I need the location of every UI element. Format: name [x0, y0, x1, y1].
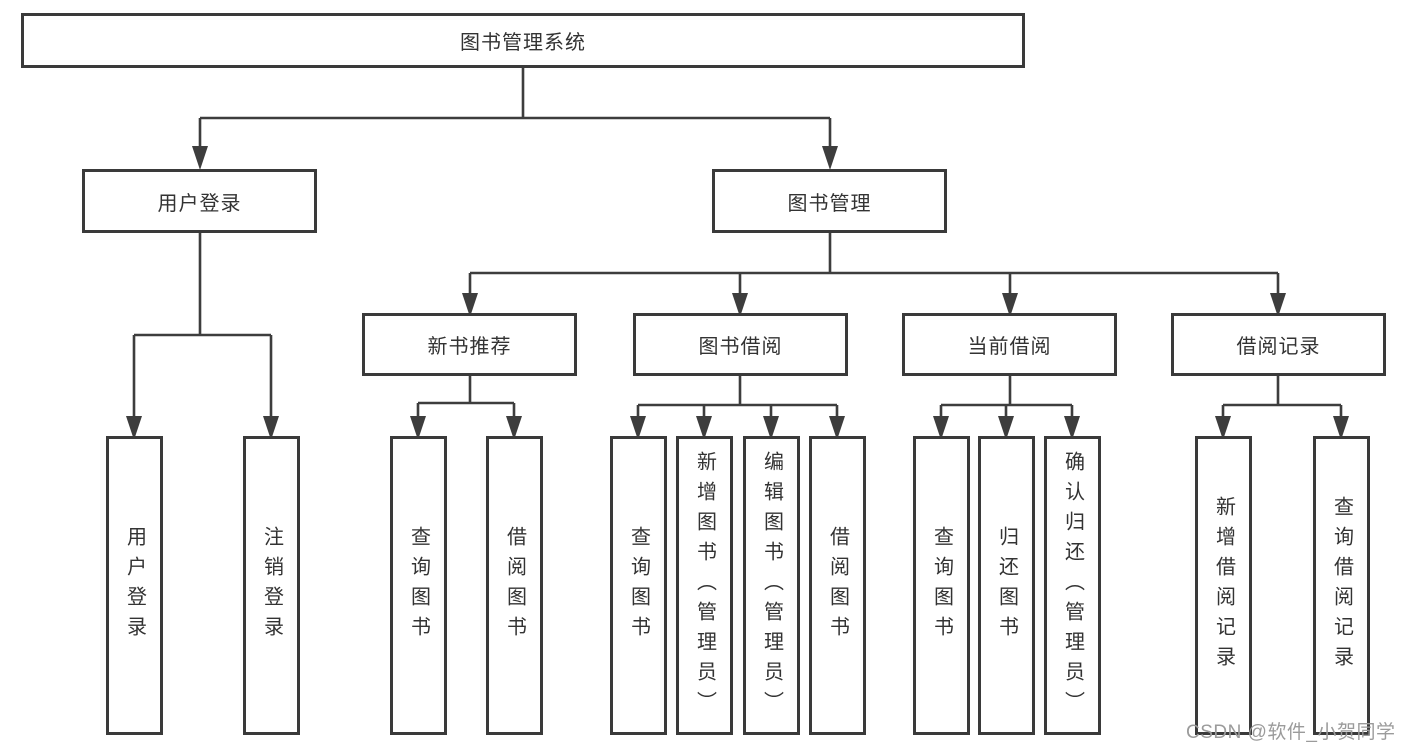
- connector-borrow-records-to-leaves: [1221, 376, 1343, 418]
- leaf-cb-query-books: 查询图书: [913, 436, 970, 735]
- leaf-cb-confirm-return-admin: 确认归还（管理员）: [1044, 436, 1101, 735]
- leaf-nb-borrow-books-label: 借阅图书: [503, 525, 526, 646]
- watermark: CSDN @软件_小贺同学: [1186, 722, 1396, 743]
- node-user-login: 用户登录: [82, 169, 317, 233]
- leaf-br-query-record: 查询借阅记录: [1313, 436, 1370, 735]
- leaf-user-login: 用户登录: [106, 436, 163, 735]
- leaf-br-query-record-label: 查询借阅记录: [1330, 495, 1353, 676]
- leaf-bb-add-books-admin: 新增图书（管理员）: [676, 436, 733, 735]
- leaf-cb-return-books-label: 归还图书: [995, 525, 1018, 646]
- leaf-bb-query-books-label: 查询图书: [627, 525, 650, 646]
- leaf-bb-edit-books-admin: 编辑图书（管理员）: [743, 436, 800, 735]
- node-user-login-label: 用户登录: [157, 192, 242, 215]
- node-book-borrowing-label: 图书借阅: [698, 336, 783, 358]
- leaf-nb-borrow-books: 借阅图书: [486, 436, 543, 735]
- leaf-nb-query-books-label: 查询图书: [407, 525, 430, 646]
- leaf-bb-borrow-books-label: 借阅图书: [826, 525, 849, 646]
- connector-book-borrow-to-leaves: [636, 376, 839, 418]
- arrowheads-level2: [462, 293, 1286, 317]
- connector-new-book-rec-to-leaves: [416, 376, 516, 418]
- leaf-cb-query-books-label: 查询图书: [930, 525, 953, 646]
- leaf-nb-query-books: 查询图书: [390, 436, 447, 735]
- node-current-borrowing-label: 当前借阅: [967, 336, 1052, 358]
- node-book-management-label: 图书管理: [787, 192, 872, 215]
- node-borrowing-records-label: 借阅记录: [1236, 336, 1321, 358]
- leaf-bb-edit-books-admin-label: 编辑图书（管理员）: [760, 450, 783, 721]
- node-root-label: 图书管理系统: [460, 32, 586, 54]
- node-book-management: 图书管理: [712, 169, 947, 233]
- leaf-cb-confirm-return-admin-label: 确认归还（管理员）: [1061, 450, 1084, 721]
- connector-current-borrow-to-leaves: [939, 376, 1074, 418]
- node-current-borrowing: 当前借阅: [902, 313, 1117, 376]
- connector-root-to-level1: [198, 68, 832, 148]
- node-new-book-recommend: 新书推荐: [362, 313, 577, 376]
- leaf-br-add-record-label: 新增借阅记录: [1212, 495, 1235, 676]
- leaf-br-add-record: 新增借阅记录: [1195, 436, 1252, 735]
- leaf-cb-return-books: 归还图书: [978, 436, 1035, 735]
- node-root: 图书管理系统: [21, 13, 1025, 68]
- node-new-book-recommend-label: 新书推荐: [427, 336, 512, 358]
- node-book-borrowing: 图书借阅: [633, 313, 848, 376]
- arrowhead: [822, 146, 838, 170]
- leaf-bb-query-books: 查询图书: [610, 436, 667, 735]
- connector-book-mgmt-to-level2: [468, 233, 1280, 295]
- leaf-logout-label: 注销登录: [260, 525, 283, 646]
- leaf-user-login-label: 用户登录: [123, 525, 146, 646]
- leaf-bb-borrow-books: 借阅图书: [809, 436, 866, 735]
- arrowheads-level1: [192, 146, 838, 170]
- arrowhead: [192, 146, 208, 170]
- leaf-logout: 注销登录: [243, 436, 300, 735]
- leaf-bb-add-books-admin-label: 新增图书（管理员）: [693, 450, 716, 721]
- node-borrowing-records: 借阅记录: [1171, 313, 1386, 376]
- connector-user-login-to-leaves: [132, 233, 273, 418]
